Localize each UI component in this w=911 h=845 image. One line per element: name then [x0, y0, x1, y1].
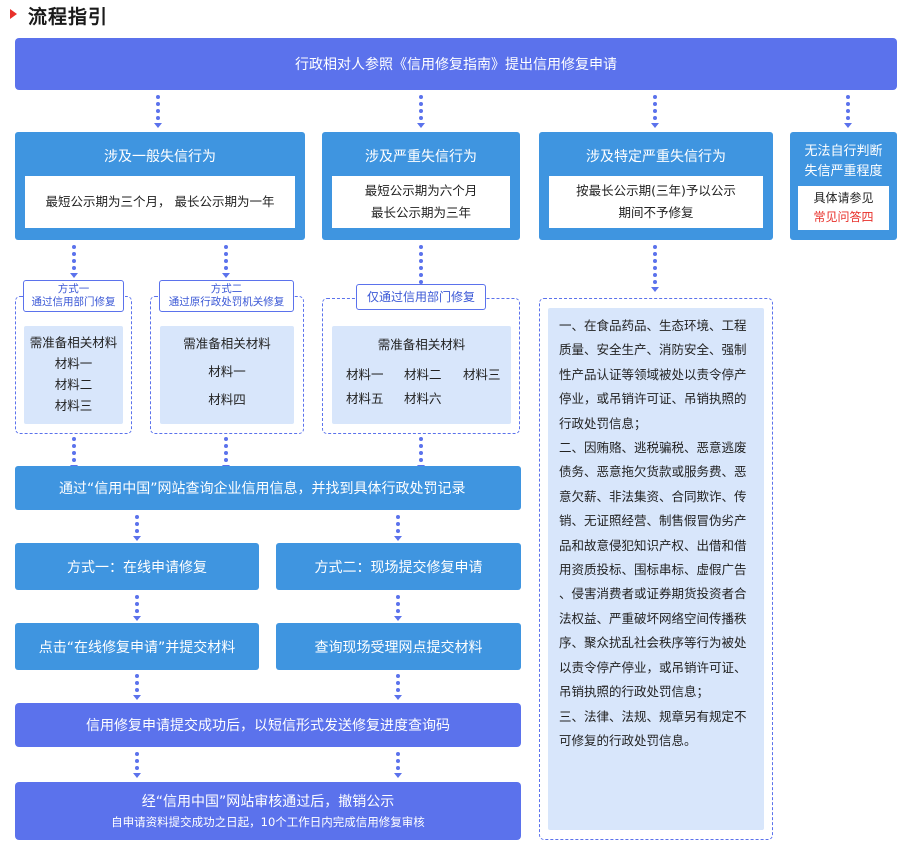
- materials-heading: 需准备相关材料: [183, 336, 271, 351]
- onsite-step: 方式二：现场提交修复申请: [276, 543, 521, 590]
- method2-materials: 需准备相关材料 材料一 材料四: [160, 326, 294, 424]
- category-unknown: 无法自行判断 失信严重程度 具体请参见 常见问答四: [790, 132, 897, 240]
- connector: [394, 515, 402, 541]
- onsite-submit-step: 查询现场受理网点提交材料: [276, 623, 521, 670]
- method3-label: 仅通过信用部门修复: [356, 284, 486, 310]
- connector: [154, 95, 162, 128]
- connector: [417, 95, 425, 128]
- method2-label-line: 方式二: [210, 283, 243, 295]
- category-special: 涉及特定严重失信行为 按最长公示期(三年)予以公示 期间不予修复: [539, 132, 773, 240]
- special-list-line: 以责令停产停业，或吊销许可证、: [559, 659, 747, 675]
- sms-step: 信用修复申请提交成功后，以短信形式发送修复进度查询码: [15, 703, 521, 747]
- material-item: 材料一: [346, 367, 384, 382]
- special-list-line: 债务、恶意拖欠货款或服务费、恶: [559, 464, 747, 480]
- category-title: 涉及特定严重失信行为: [586, 149, 726, 165]
- category-title: 无法自行判断 失信严重程度: [790, 142, 897, 182]
- category-text-line: 具体请参见: [813, 191, 874, 205]
- material-item: 材料一: [208, 364, 246, 379]
- category-text-line: 按最长公示期(三年)予以公示: [576, 183, 736, 198]
- material-item: 材料二: [404, 367, 442, 382]
- category-title: 涉及严重失信行为: [365, 149, 477, 165]
- connector: [844, 95, 852, 128]
- connector: [394, 674, 402, 700]
- special-list-line: 三、法律、法规、规章另有规定不: [559, 708, 747, 724]
- connector: [651, 245, 659, 292]
- special-list-line: 可修复的行政处罚信息。: [559, 732, 697, 748]
- special-list-line: 、侵害消费者或证券期货投资者合: [559, 586, 747, 602]
- connector: [133, 595, 141, 621]
- method2-label-line: 通过原行政处罚机关修复: [168, 296, 285, 308]
- connector: [394, 752, 402, 778]
- category-text-line: 最短公示期为六个月: [364, 183, 478, 198]
- material-item: 材料三: [463, 367, 501, 382]
- final-step: 经“信用中国”网站审核通过后，撤销公示 自申请资料提交成功之日起，10个工作日内…: [15, 782, 521, 840]
- material-item: 材料六: [404, 391, 442, 406]
- special-list: 一、在食品药品、生态环境、工程 质量、安全生产、消防安全、强制 性产品认证等领域…: [548, 308, 764, 830]
- connector: [133, 752, 141, 778]
- connector: [133, 674, 141, 700]
- category-text-line: 最短公示期为三个月， 最长公示期为一年: [45, 194, 275, 209]
- special-list-line: 用资质投标、围标串标、虚假广告: [559, 562, 747, 578]
- special-list-line: 序、聚众扰乱社会秩序等行为被处: [559, 635, 747, 651]
- material-item: 材料三: [54, 398, 93, 413]
- connector: [222, 245, 230, 278]
- category-title: 涉及一般失信行为: [104, 149, 216, 165]
- category-text: 最短公示期为六个月 最长公示期为三年: [332, 176, 510, 228]
- category-serious: 涉及严重失信行为 最短公示期为六个月 最长公示期为三年: [322, 132, 520, 240]
- material-item: 材料四: [208, 392, 246, 407]
- category-title-line: 失信严重程度: [804, 164, 883, 179]
- special-list-line: 销、无证照经营、制售假冒伪劣产: [559, 513, 747, 529]
- special-list-line: 一、在食品药品、生态环境、工程: [559, 318, 747, 333]
- material-item: 材料一: [54, 356, 93, 371]
- category-text-line: 最长公示期为三年: [370, 205, 471, 220]
- final-line: 经“信用中国”网站审核通过后，撤销公示: [141, 794, 395, 810]
- final-subline: 自申请资料提交成功之日起，10个工作日内完成信用修复审核: [111, 815, 425, 829]
- material-item: 材料二: [54, 377, 93, 392]
- category-text-line: 期间不予修复: [618, 205, 694, 220]
- category-text: 按最长公示期(三年)予以公示 期间不予修复: [549, 176, 763, 228]
- special-list-line: 吊销执照的行政处罚信息；: [559, 684, 710, 700]
- faq-reference: 常见问答四: [813, 210, 874, 224]
- method1-label-line: 通过信用部门修复: [31, 296, 116, 308]
- method3-materials: 需准备相关材料 材料一 材料二 材料三 材料五 材料六: [332, 326, 511, 424]
- method1-label-line: 方式一: [57, 283, 90, 295]
- method1-materials: 需准备相关材料 材料一 材料二 材料三: [24, 326, 123, 424]
- category-text: 最短公示期为三个月， 最长公示期为一年: [25, 176, 295, 228]
- special-list-line: 意欠薪、非法集资、合同欺诈、传: [559, 488, 747, 504]
- special-list-line: 性产品认证等领域被处以责令停产: [559, 366, 747, 382]
- special-list-line: 行政处罚信息；: [559, 415, 647, 431]
- category-general: 涉及一般失信行为 最短公示期为三个月， 最长公示期为一年: [15, 132, 305, 240]
- special-list-line: 法权益、严重破坏网络空间传播秩: [559, 610, 747, 626]
- connector: [394, 595, 402, 621]
- material-item: 材料五: [346, 391, 384, 406]
- materials-heading: 需准备相关材料: [29, 335, 118, 350]
- connector: [651, 95, 659, 128]
- method1-label: 方式一 通过信用部门修复: [23, 280, 124, 312]
- connector: [133, 515, 141, 541]
- special-list-line: 二、因贿赂、逃税骗税、恶意逃废: [559, 440, 747, 456]
- method2-label: 方式二 通过原行政处罚机关修复: [159, 280, 294, 312]
- special-list-line: 质量、安全生产、消防安全、强制: [559, 342, 747, 358]
- category-title-line: 无法自行判断: [804, 144, 883, 159]
- special-list-line: 品和故意侵犯知识产权、出借和借: [559, 537, 747, 553]
- materials-heading: 需准备相关材料: [377, 337, 466, 352]
- special-list-line: 停业，或吊销许可证、吊销执照的: [559, 391, 747, 407]
- query-step: 通过“信用中国”网站查询企业信用信息，并找到具体行政处罚记录: [15, 466, 521, 510]
- online-submit-step: 点击“在线修复申请”并提交材料: [15, 623, 259, 670]
- category-text: 具体请参见 常见问答四: [798, 186, 889, 230]
- connector: [70, 245, 78, 278]
- title-marker-icon: [10, 9, 17, 19]
- top-step: 行政相对人参照《信用修复指南》提出信用修复申请: [15, 38, 897, 90]
- online-step: 方式一：在线申请修复: [15, 543, 259, 590]
- page-title: 流程指引: [28, 6, 109, 28]
